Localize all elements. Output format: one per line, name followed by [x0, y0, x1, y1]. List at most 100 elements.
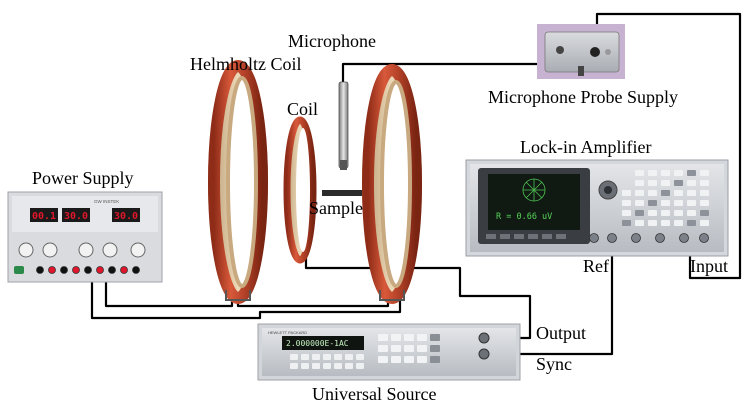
bnc-connector [631, 233, 641, 243]
source-key [301, 363, 309, 369]
lockin-key [687, 200, 696, 206]
source-key [290, 354, 298, 360]
lockin-key [635, 180, 644, 186]
ps-readout-right: 30.0 [114, 211, 138, 222]
lockin-key [648, 170, 657, 176]
label-microphone-probe-supply: Microphone Probe Supply [488, 87, 678, 107]
lockin-key [635, 170, 644, 176]
label-coil: Coil [287, 99, 318, 119]
source-key [391, 345, 401, 352]
small-coil [283, 116, 317, 264]
lock-in-amplifier: R = 0.66 uV [465, 159, 729, 257]
wire-probe-to-input [595, 12, 742, 280]
lockin-key [700, 210, 709, 216]
source-key [378, 345, 388, 352]
bnc-connector [679, 233, 689, 243]
source-key [430, 356, 440, 363]
source-key [356, 363, 364, 369]
ps-terminal [60, 266, 68, 274]
lockin-key [661, 190, 670, 196]
helmholtz-coil-right [362, 64, 422, 304]
lockin-key [674, 190, 683, 196]
lockin-key [674, 210, 683, 216]
ps-terminal [36, 266, 44, 274]
lockin-key [674, 180, 683, 186]
ps-terminal [120, 266, 128, 274]
bnc-connector [589, 233, 599, 243]
ps-terminal [48, 266, 56, 274]
ps-terminal [108, 266, 116, 274]
label-universal-source: Universal Source [312, 384, 436, 404]
microphone-probe-supply [537, 24, 625, 79]
wire-coil-to-output [304, 256, 532, 340]
lockin-keypad [622, 170, 709, 226]
source-key [356, 354, 364, 360]
label-input: Input [690, 256, 728, 276]
lockin-key [648, 190, 657, 196]
lockin-key [687, 220, 696, 226]
lockin-key [661, 210, 670, 216]
wire-helmholtz-bridge [236, 296, 390, 308]
lockin-key [700, 170, 709, 176]
wire-mic-to-probe [341, 50, 552, 84]
lockin-key [687, 170, 696, 176]
source-key [301, 354, 309, 360]
lockin-key [687, 180, 696, 186]
ps-terminals [36, 266, 140, 274]
source-key [391, 356, 401, 363]
ps-readout-mid: 30.0 [64, 211, 88, 222]
lockin-key [622, 190, 631, 196]
lockin-key [700, 220, 709, 226]
label-output: Output [536, 323, 586, 343]
source-key [323, 363, 331, 369]
sample-bar [322, 190, 362, 196]
lockin-key [661, 220, 670, 226]
bnc-connector [699, 233, 709, 243]
lockin-key [648, 200, 657, 206]
power-supply: 00.1 30.0 30.0 GW INSTEK [7, 191, 163, 283]
source-key [345, 363, 353, 369]
lockin-key [635, 190, 644, 196]
lockin-reading: R = 0.66 uV [496, 212, 552, 222]
ps-terminal [132, 266, 140, 274]
label-lock-in-amplifier: Lock-in Amplifier [520, 137, 651, 157]
label-sync: Sync [536, 354, 572, 374]
lockin-key [674, 200, 683, 206]
source-key [323, 354, 331, 360]
source-key [417, 345, 427, 352]
source-key [417, 334, 427, 341]
bnc-connector [607, 233, 617, 243]
label-helmholtz-coil: Helmholtz Coil [190, 54, 302, 74]
lockin-key [700, 180, 709, 186]
lockin-key [674, 220, 683, 226]
source-key [378, 334, 388, 341]
lockin-key [648, 220, 657, 226]
source-key [312, 363, 320, 369]
helmholtz-coil-left [208, 60, 268, 304]
lockin-key [622, 200, 631, 206]
bnc-connector [655, 233, 665, 243]
lockin-key [648, 180, 657, 186]
lockin-key [687, 190, 696, 196]
source-key [404, 345, 414, 352]
lockin-key [687, 210, 696, 216]
source-key [417, 356, 427, 363]
ps-terminal [84, 266, 92, 274]
source-key [312, 354, 320, 360]
lockin-key [700, 200, 709, 206]
source-brand: HEWLETT PACKARD [268, 330, 307, 335]
lockin-connectors [589, 233, 709, 243]
lockin-key [635, 200, 644, 206]
ps-terminal [96, 266, 104, 274]
lockin-key [700, 190, 709, 196]
source-key [334, 363, 342, 369]
ps-brand: GW INSTEK [94, 199, 119, 204]
source-key [378, 356, 388, 363]
source-key [404, 356, 414, 363]
universal-source: HEWLETT PACKARD 2.000000E-1AC [257, 323, 521, 381]
lockin-key [635, 220, 644, 226]
lockin-key [622, 210, 631, 216]
lockin-key [622, 220, 631, 226]
label-sample: Sample [309, 198, 363, 218]
